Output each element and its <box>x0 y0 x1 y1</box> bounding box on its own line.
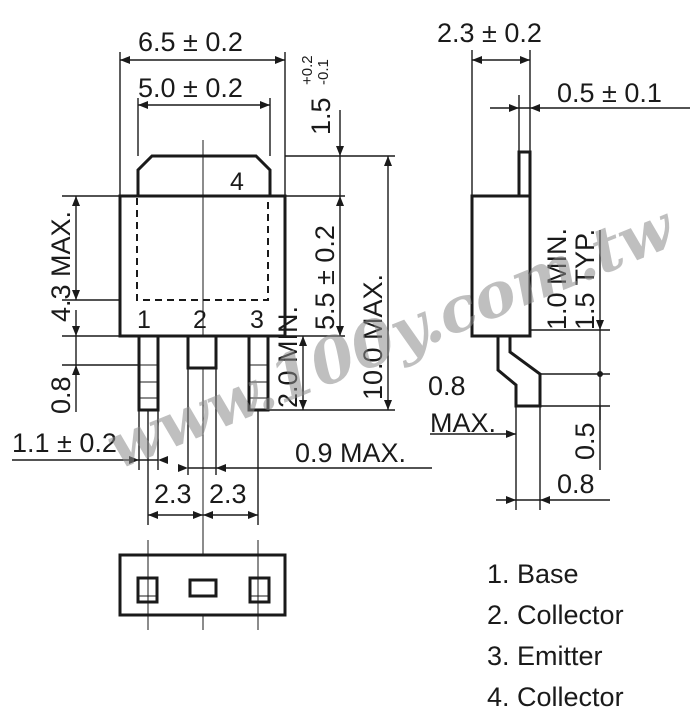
bottom-view <box>118 540 287 630</box>
legend-item-3: 3. Emitter <box>487 641 603 671</box>
pin-number-1: 1 <box>137 306 151 334</box>
dim-lead-min: 1.0 MIN. <box>542 228 572 330</box>
side-tab <box>517 150 532 198</box>
dim-side-lead-offset: 0.5 <box>570 422 600 460</box>
dim-width-tab: 5.0 ± 0.2 <box>138 73 243 103</box>
dim-thickness-total: 2.3 ± 0.2 <box>437 18 542 48</box>
dim-lead-length: 2.0 MIN. <box>273 306 303 408</box>
legend-item-2: 2. Collector <box>487 600 624 630</box>
dim-lead-shoulder: 0.8 <box>46 376 76 414</box>
dim-lead-thickness: 0.9 MAX. <box>295 438 406 468</box>
side-body-outline <box>470 194 532 338</box>
dim-body-height: 4.3 MAX. <box>46 211 76 322</box>
dim-tab-height-tol-plus: +0.2 <box>299 55 316 85</box>
dim-side-bottom: 0.8 <box>557 469 595 499</box>
dim-side-lead-max-value: 0.8 <box>428 371 466 401</box>
pin-legend: 1. Base 2. Collector 3. Emitter 4. Colle… <box>487 559 624 712</box>
dim-tab-height: 1.5 <box>306 97 336 135</box>
dim-width-total: 6.5 ± 0.2 <box>138 27 243 57</box>
dim-total-length: 10.0 MAX. <box>358 274 388 400</box>
hidden-outline <box>136 198 269 301</box>
dim-tab-thickness: 0.5 ± 0.1 <box>557 78 662 108</box>
dim-lead-pitch-1: 2.3 <box>154 479 192 509</box>
pin-number-3: 3 <box>250 306 264 334</box>
legend-item-4: 4. Collector <box>487 682 624 712</box>
dim-lead-typ: 1.5 TYP. <box>570 229 600 330</box>
dim-lead-width: 1.1 ± 0.2 <box>12 428 117 458</box>
side-lead <box>496 334 542 408</box>
legend-item-1: 1. Base <box>487 559 579 589</box>
pin-number-4: 4 <box>230 168 244 196</box>
side-view: 2.3 ± 0.2 0.5 ± 0.1 1.0 MIN. 1.5 TYP. 0.… <box>428 18 690 510</box>
dim-side-lead-max-label: MAX. <box>430 408 496 438</box>
dim-lead-pitch-2: 2.3 <box>209 479 247 509</box>
tab-outline <box>136 154 272 198</box>
front-view: 1 2 3 4 6.5 ± 0.2 5.0 ± 0.2 1.5 +0.2 -0.… <box>12 27 432 630</box>
pin-number-2: 2 <box>193 306 207 334</box>
dim-tab-height-tol-minus: -0.1 <box>315 59 332 85</box>
dim-body-length: 5.5 ± 0.2 <box>310 225 340 330</box>
